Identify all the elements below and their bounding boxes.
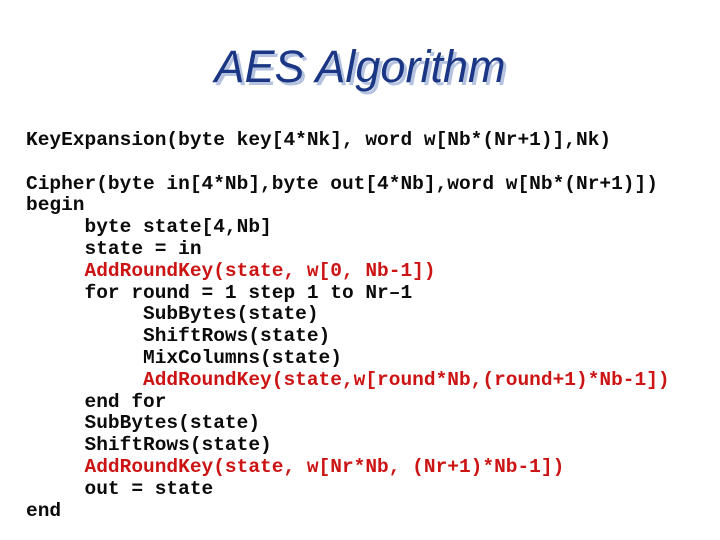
code-line: state = in — [26, 237, 202, 260]
code-line: end — [26, 499, 62, 522]
code-line: SubBytes(state) — [26, 412, 261, 435]
code-line-highlighted: AddRoundKey(state, w[Nr*Nb, (Nr+1)*Nb-1]… — [26, 455, 565, 478]
code-line: end for — [26, 390, 167, 413]
slide-title: AES Algorithm — [214, 41, 506, 92]
code-line: Cipher(byte in[4*Nb],byte out[4*Nb],word… — [26, 172, 658, 195]
code-line: begin — [26, 194, 85, 217]
code-line: ShiftRows(state) — [26, 325, 331, 348]
code-line-highlighted: AddRoundKey(state,w[round*Nb,(round+1)*N… — [26, 368, 670, 391]
pseudocode-block: KeyExpansion(byte key[4*Nk], word w[Nb*(… — [26, 129, 670, 522]
code-line: SubBytes(state) — [26, 303, 319, 326]
code-line: KeyExpansion(byte key[4*Nk], word w[Nb*(… — [26, 129, 612, 151]
code-line: byte state[4,Nb] — [26, 216, 272, 239]
code-line: ShiftRows(state) — [26, 434, 272, 457]
code-line: for round = 1 step 1 to Nr–1 — [26, 281, 413, 304]
code-line: MixColumns(state) — [26, 346, 342, 369]
code-line — [26, 152, 670, 174]
code-line-highlighted: AddRoundKey(state, w[0, Nb-1]) — [26, 259, 436, 282]
code-line: out = state — [26, 477, 214, 500]
